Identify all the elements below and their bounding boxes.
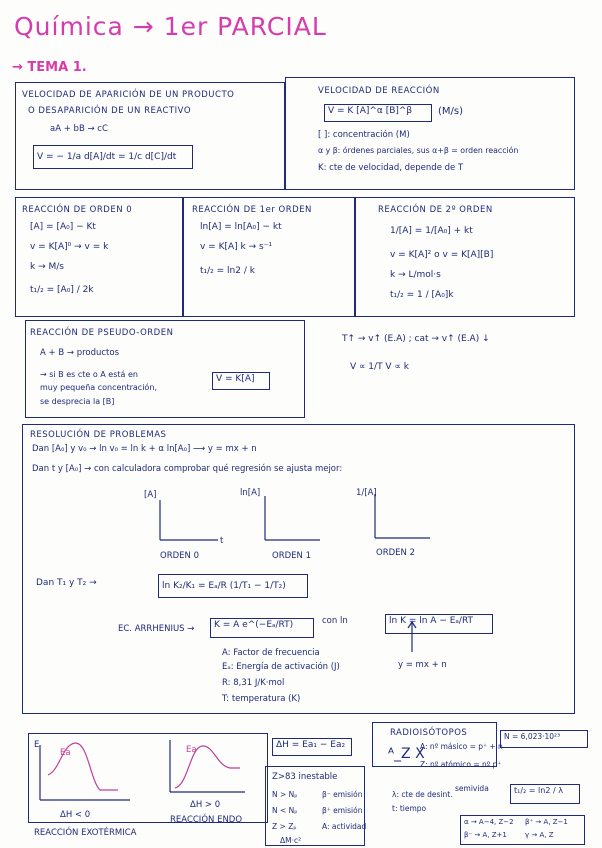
temperature-note-2: V ∝ 1/T V ∝ k [350,362,409,372]
pseudo-order-heading: REACCIÓN DE PSEUDO-ORDEN [30,328,174,338]
stability-note-2: β⁺ emisión [322,806,363,815]
stability-note-1: β⁻ emisión [322,790,363,799]
stability-last: ΔM·c² [280,836,302,845]
endothermic-label: REACCIÓN ENDO [170,815,243,825]
pseudo-line-3: muy pequeña concentración, [40,383,157,392]
problems-heading: RESOLUCIÓN DE PROBLEMAS [30,430,167,440]
reaction-equation: aA + bB → cC [50,124,108,134]
with-ln-note: con ln [322,616,348,626]
ea-label-exo: Ea [60,748,71,758]
linear-form: y = mx + n [398,660,447,670]
def-frequency: A: Factor de frecuencia [222,648,320,658]
order-2-line-3: k → L/mol·s [390,270,441,280]
stability-box [265,766,365,846]
order-2-heading: REACCIÓN DE 2º ORDEN [378,205,493,215]
arrhenius-ln-formula: ln K = ln A − Eₐ/RT [385,614,493,634]
order-1-heading: REACCIÓN DE 1er ORDEN [192,205,312,215]
partial-orders-note: α y β: órdenes parciales, sus α+β = orde… [318,146,519,155]
order-0-line-3: k → M/s [30,262,64,272]
graph-3-label: ORDEN 2 [376,548,415,558]
order-1-line-3: t₁/₂ = ln2 / k [200,266,255,276]
beta-plus-decay: β⁺ → A, Z−1 [525,818,568,826]
energy-box [28,733,268,823]
topic-title: → TEMA 1. [12,60,87,75]
problems-line-2: Dan t y [A₀] → con calculadora comprobar… [32,464,343,474]
ea-label-endo: Ea [186,745,197,755]
order-1-box [183,197,355,317]
rate-units: (M/s) [438,106,464,117]
arrhenius-formula: K = A e^(−Eₐ/RT) [210,618,314,638]
order-0-line-2: v = K[A]⁰ → v = k [30,242,109,252]
pseudo-line-4: se desprecia la [B] [40,397,115,406]
time-def: t: tiempo [392,804,427,813]
radioisotopes-box [372,722,497,767]
mass-number-def: A: nº másico = p⁺ + n [420,742,503,751]
page-title: Química → 1er PARCIAL [14,12,327,41]
decay-constant-def: λ: cte de desint. [392,790,453,799]
stability-item-3: Z > Zₚ [272,822,297,831]
problems-box [22,424,575,714]
rate-constant-note: K: cte de velocidad, depende de T [318,163,464,173]
graph-2-label: ORDEN 1 [272,551,311,561]
isotope-symbol: ᴬ_Z X [388,746,425,762]
order-1-line-1: ln[A] = ln[A₀] − kt [200,222,282,232]
graph-3-axis: 1/[A] [356,488,377,498]
rate-law-formula: V = K [A]^α [B]^β [324,104,432,122]
dh-formula: ΔH = Ea₁ − Ea₂ [272,738,352,756]
temperature-note-1: T↑ → v↑ (E.A) ; cat → v↑ (E.A) ↓ [342,334,490,344]
avogadro-box: N = 6,023·10²³ [500,730,588,748]
gamma-decay: γ → A, Z [525,831,554,839]
order-0-line-4: t₁/₂ = [A₀] / 2k [30,285,94,295]
rate-formula: V = − 1/a d[A]/dt = 1/c d[C]/dt [33,145,193,169]
radioisotopes-heading: RADIOISÓTOPOS [390,728,468,738]
dan-t-note: Dan T₁ y T₂ → [36,578,97,588]
energy-axis: E [34,740,40,750]
decay-box [460,815,585,845]
exothermic-label: REACCIÓN EXOTÉRMICA [34,828,137,838]
alpha-decay: α → A−4, Z−2 [464,818,514,826]
beta-minus-decay: β⁻ → A, Z+1 [464,831,507,839]
order-0-line-1: [A] = [A₀] − Kt [30,222,96,232]
order-2-box [355,197,575,317]
stability-item-2: N < Nₚ [272,806,298,815]
velocity-product-heading: VELOCIDAD DE APARICIÓN DE UN PRODUCTO [22,90,235,100]
order-2-line-4: t₁/₂ = 1 / [A₀]k [390,290,454,300]
stability-item-1: N > Nₚ [272,790,298,799]
def-r: R: 8,31 J/K·mol [222,678,285,688]
reaction-rate-box [285,77,575,190]
graph-1-axis: [A] [144,490,157,500]
arrhenius-label: EC. ARRHENIUS → [118,624,195,634]
dh-negative: ΔH < 0 [60,810,91,820]
stability-heading: Z>83 inestable [272,772,338,782]
order-2-line-2: v = K[A]² o v = K[A][B] [390,250,494,260]
arrhenius-two-temps: ln K₂/K₁ = Eₐ/R (1/T₁ − 1/T₂) [158,574,308,598]
atomic-number-def: Z: nº atómico = nº p⁺ [420,760,502,769]
graph-1-t: t [220,536,224,546]
reaction-rate-heading: VELOCIDAD DE REACCIÓN [318,86,440,96]
order-2-line-1: 1/[A] = 1/[A₀] + kt [390,226,473,236]
order-0-box [15,197,183,317]
def-activation: Eₐ: Energía de activación (J) [222,662,340,672]
pseudo-line-2: → si B es cte o A está en [40,370,138,379]
velocity-product-box [15,82,285,190]
def-temperature: T: temperatura (K) [222,694,301,704]
graph-1-label: ORDEN 0 [160,551,199,561]
order-1-line-2: v = K[A] k → s⁻¹ [200,242,273,252]
half-life-label: semivida [455,784,489,793]
half-life-formula: t₁/₂ = ln2 / λ [510,784,580,804]
graph-2-axis: ln[A] [240,488,261,498]
pseudo-order-box [25,320,305,418]
concentration-note: [ ]: concentración (M) [318,130,410,140]
problems-line-1: Dan [A₀] y v₀ → ln v₀ = ln k + α ln[A₀] … [32,444,257,454]
pseudo-result: V = K[A] [212,372,270,390]
pseudo-line-1: A + B → productos [40,348,120,358]
dh-positive: ΔH > 0 [190,800,221,810]
order-0-heading: REACCIÓN DE ORDEN 0 [22,205,133,215]
stability-note-3: A: actividad [322,822,367,831]
velocity-product-heading-2: O DESAPARICIÓN DE UN REACTIVO [28,106,192,116]
